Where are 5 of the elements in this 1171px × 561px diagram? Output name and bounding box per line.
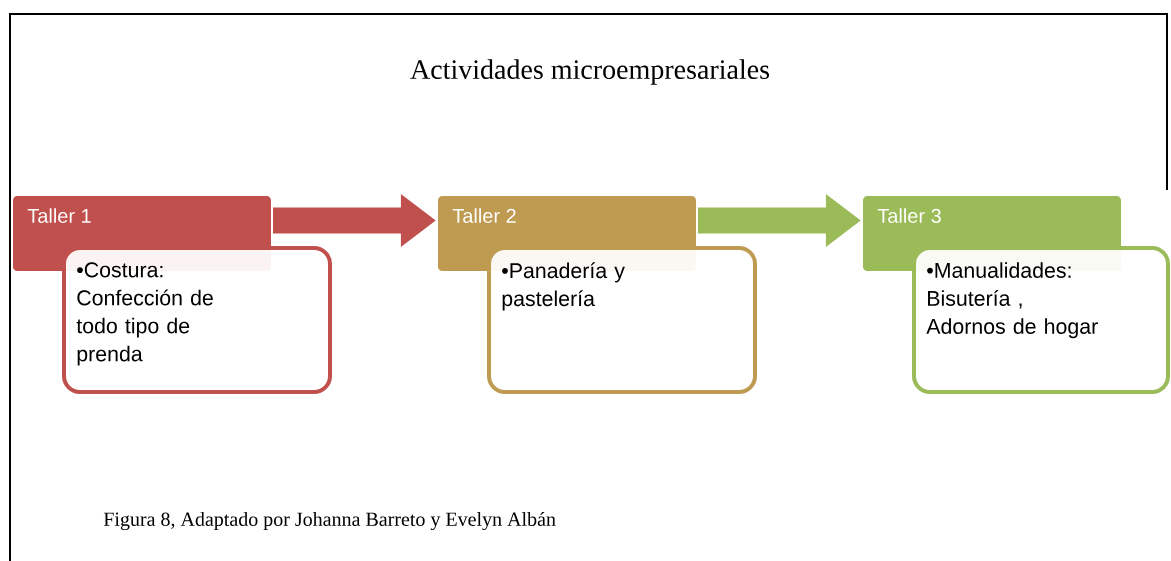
content-box: •Costura: Confección de todo tipo de prenda [62, 246, 332, 394]
content-box: •Manualidades: Bisutería , Adornos de hogar [912, 246, 1170, 394]
content-box: •Panadería y pastelería [487, 246, 757, 394]
caption: Figura 8, Adaptado por Johanna Barreto y Evelyn Albán [103, 511, 556, 531]
title: Actividades microempresariales [410, 59, 770, 85]
